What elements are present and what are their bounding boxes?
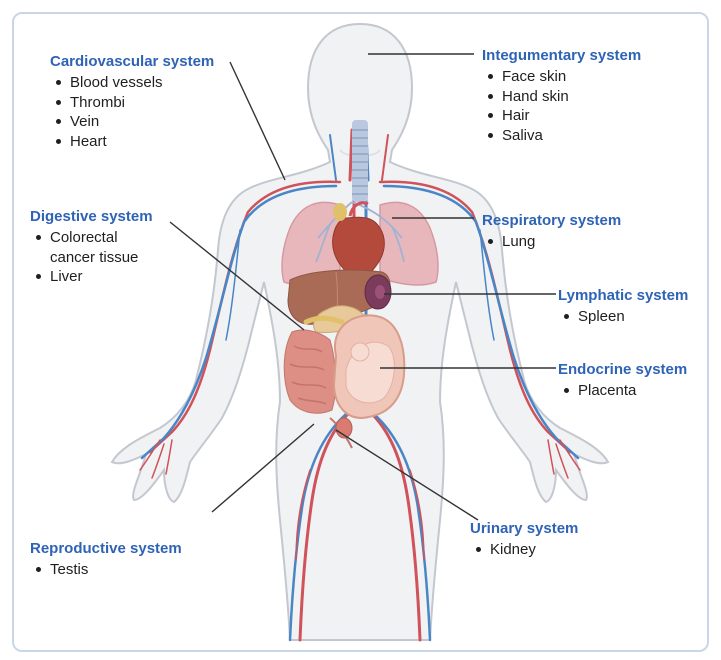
leader-reproductive (211, 423, 315, 513)
lymphatic-system-label: Lymphatic system Spleen (558, 287, 688, 327)
list-item: Colorectal (30, 228, 153, 248)
integumentary-system-title: Integumentary system (482, 47, 642, 64)
list-item: Vein (50, 112, 214, 132)
list-item: Kidney (470, 540, 578, 560)
urinary-system-label: Urinary system Kidney (470, 520, 578, 560)
list-item: Liver (30, 267, 153, 287)
placenta-uterus (332, 314, 406, 420)
urinary-system-items: Kidney (470, 540, 578, 560)
leader-lines (169, 53, 556, 521)
list-item: Hand skin (482, 87, 641, 107)
list-item: Testis (30, 560, 182, 580)
list-item: cancer tissue (50, 248, 139, 266)
endocrine-system-label: Endocrine system Placenta (558, 361, 687, 401)
intestines (283, 329, 337, 414)
list-item: Placenta (558, 381, 687, 401)
list-item: Lung (482, 232, 621, 252)
list-item: Face skin (482, 67, 641, 87)
digestive-system-items: Colorectal cancer tissue Liver (30, 228, 153, 287)
spleen (364, 274, 392, 310)
list-item: Hair (482, 106, 641, 126)
leader-digestive (169, 221, 305, 331)
leader-urinary (335, 429, 479, 521)
lymphatic-system-items: Spleen (558, 307, 688, 327)
endocrine-system-title: Endocrine system (558, 361, 688, 378)
digestive-system-title: Digestive system (30, 208, 153, 225)
list-item: Heart (50, 132, 214, 152)
list-item: Spleen (558, 307, 688, 327)
reproductive-system-title: Reproductive system (30, 540, 182, 557)
integumentary-system-label: Integumentary system Face skin Hand skin… (482, 47, 641, 145)
digestive-system-label: Digestive system Colorectal cancer tissu… (30, 208, 153, 287)
urinary-system-title: Urinary system (470, 520, 579, 537)
heart (332, 201, 385, 283)
lymphatic-system-title: Lymphatic system (558, 287, 689, 304)
list-item: Thrombi (50, 93, 214, 113)
respiratory-system-label: Respiratory system Lung (482, 212, 621, 252)
list-item: Blood vessels (50, 73, 214, 93)
list-item: Saliva (482, 126, 641, 146)
respiratory-system-items: Lung (482, 232, 621, 252)
cardiovascular-system-items: Blood vessels Thrombi Vein Heart (50, 73, 214, 151)
cardiovascular-system-title: Cardiovascular system (50, 53, 215, 70)
leader-cardiovascular (229, 61, 286, 181)
endocrine-system-items: Placenta (558, 381, 687, 401)
integumentary-system-items: Face skin Hand skin Hair Saliva (482, 67, 641, 145)
trachea (352, 120, 368, 202)
respiratory-system-title: Respiratory system (482, 212, 622, 229)
reproductive-system-items: Testis (30, 560, 182, 580)
reproductive-system-label: Reproductive system Testis (30, 540, 182, 580)
cardiovascular-system-label: Cardiovascular system Blood vessels Thro… (50, 53, 214, 151)
